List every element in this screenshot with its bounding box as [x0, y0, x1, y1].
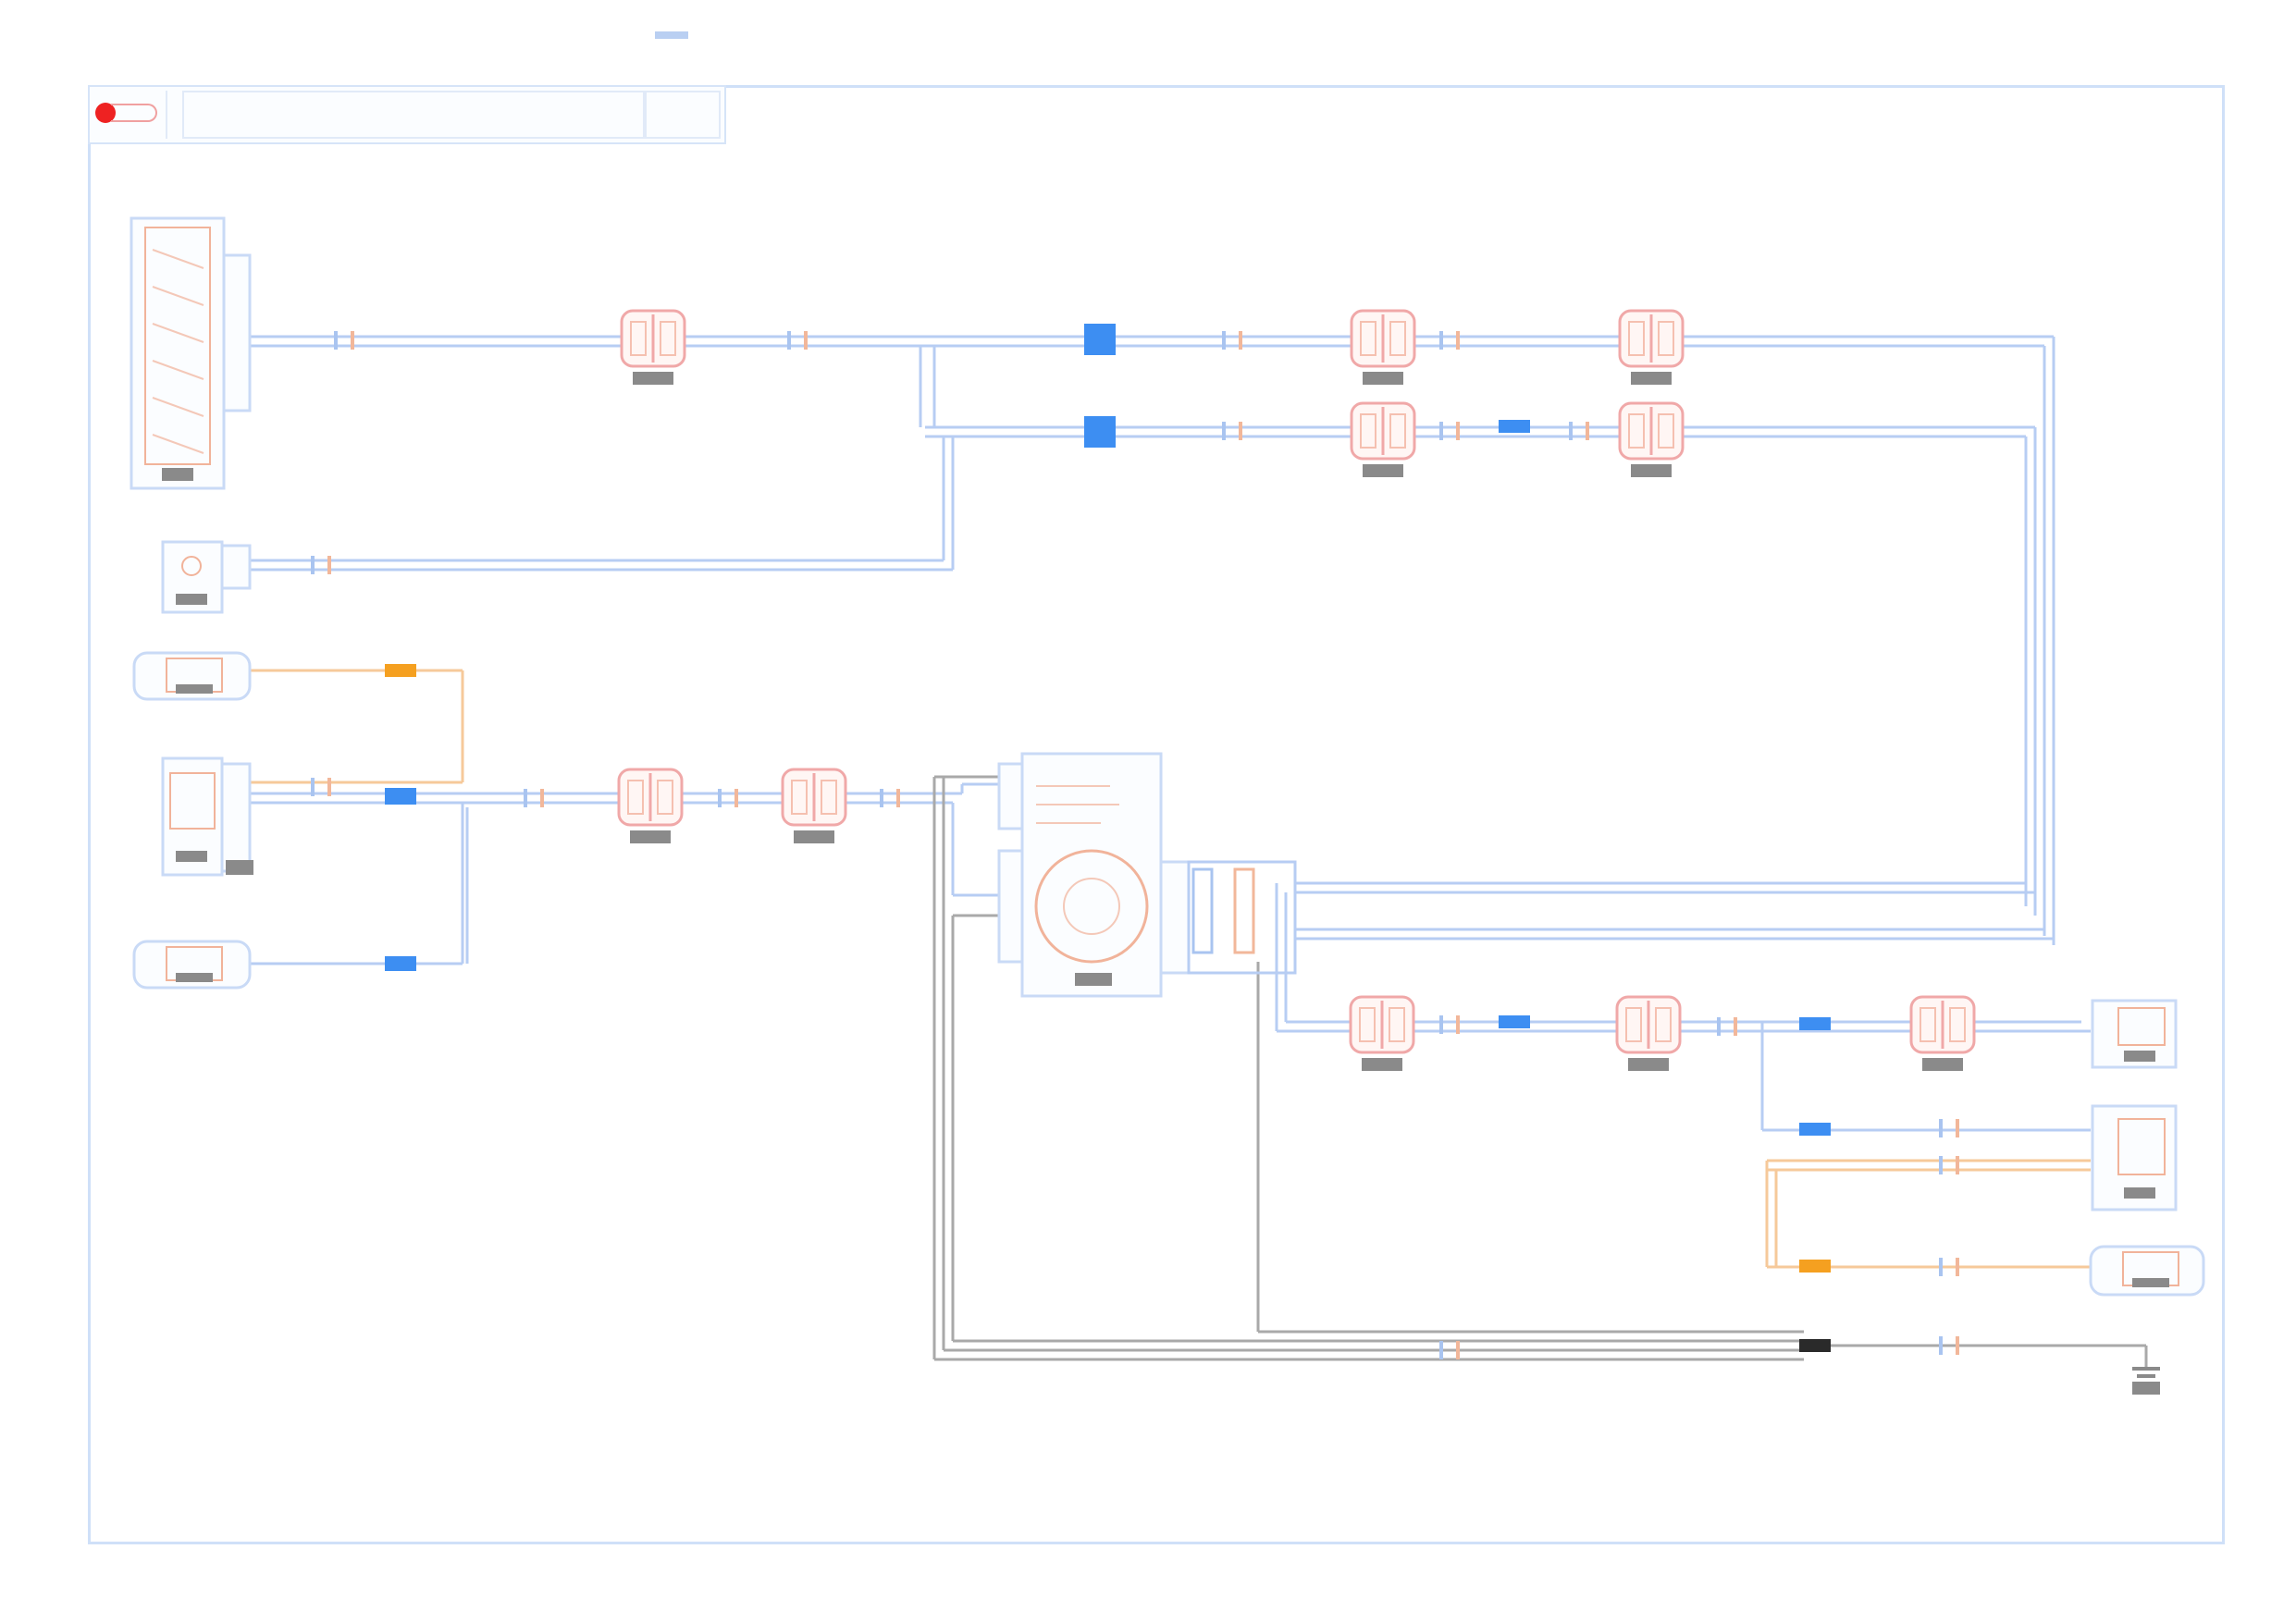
central-connector-module[interactable]	[997, 752, 1297, 998]
inline-connector[interactable]	[1350, 309, 1416, 387]
inline-connector[interactable]	[781, 768, 847, 845]
inline-connector[interactable]	[617, 768, 684, 845]
title-block	[88, 85, 726, 144]
module-left[interactable]	[161, 756, 253, 877]
inline-connector[interactable]	[1909, 995, 1976, 1073]
control-unit-main[interactable]	[130, 216, 252, 490]
ground-symbol-icon	[2132, 1367, 2160, 1395]
diagram-code-marker	[655, 31, 688, 39]
inline-connector[interactable]	[1349, 995, 1415, 1073]
actuator-right-1[interactable]	[2091, 999, 2178, 1069]
brand-logo-icon	[95, 103, 116, 123]
diagram-border	[88, 85, 2225, 1544]
harness-orange	[250, 669, 2100, 1269]
sensor-small[interactable]	[161, 540, 252, 614]
harness-ground	[932, 775, 2148, 1369]
switch-lower[interactable]	[132, 940, 252, 990]
inline-connector[interactable]	[1618, 309, 1685, 387]
title-block-code-cell	[645, 91, 721, 139]
actuator-right-2[interactable]	[2091, 1104, 2178, 1211]
brand-logo-bar	[111, 104, 157, 122]
harness-upper	[236, 253, 2055, 945]
inline-connector[interactable]	[620, 309, 686, 387]
splice-junction-icon	[385, 324, 1831, 1352]
inline-connector[interactable]	[1615, 995, 1682, 1073]
switch-upper[interactable]	[132, 651, 252, 701]
inline-connector[interactable]	[1350, 401, 1416, 479]
title-block-divider	[164, 91, 167, 139]
wire-tick-labels	[311, 331, 1959, 1359]
title-block-name-cell	[182, 91, 645, 139]
inline-connector[interactable]	[1618, 401, 1685, 479]
switch-right[interactable]	[2089, 1245, 2205, 1297]
